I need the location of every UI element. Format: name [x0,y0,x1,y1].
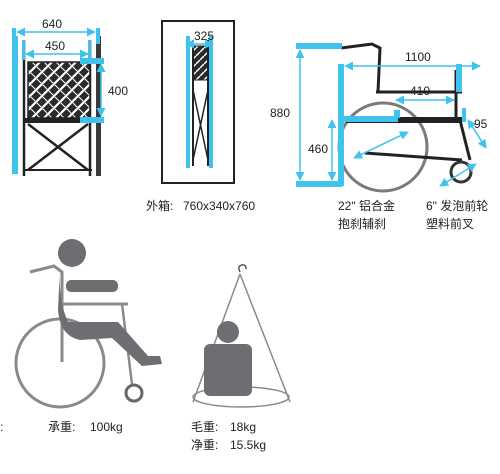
box-caption-value: 760x340x760 [183,199,255,213]
rear-wheel-caption-line1: 22" 铝合金 [338,198,395,213]
folded-box-view: 325 外箱: 760x340x760 [146,20,255,213]
side-view: 880 1100 410 460 95 22" 铝合金 抱刹辅刹 6" 发泡前轮… [270,42,488,231]
seat-height-label: 400 [108,84,128,98]
seat-width-label: 450 [45,39,65,53]
backrest-panel [27,61,91,119]
front-wheel-caption-line2: 塑料前叉 [426,216,474,231]
total-length-label: 1100 [405,50,431,64]
gross-weight-label: 毛重: [191,420,218,434]
dim-line-slope [467,119,487,149]
folded-chair [192,45,209,81]
seat-floor-height-label: 460 [308,142,328,156]
armrest-bar [80,58,104,64]
front-caster [449,160,473,184]
hanging-weight-illustration: 毛重: 18kg 净重: 15.5kg [191,264,291,452]
person-body [58,268,162,366]
weight-block [204,344,252,396]
load-label: 承重: [48,420,75,434]
seat-bar-side [346,117,462,123]
seat-depth-label: 410 [410,84,430,98]
net-weight-label: 净重: [191,438,218,452]
seat-level-bar [80,117,104,123]
seat-bar [24,118,94,123]
load-value: 100kg [90,420,123,434]
frame-post-left [12,36,18,174]
weight-head [217,321,239,343]
folded-width-label: 325 [194,29,214,43]
gross-weight-value: 18kg [230,420,256,434]
front-view: 640 450 400 [12,17,128,176]
seated-person-illustration: : 承重: 100kg [0,239,162,434]
box-caption-label: 外箱: [146,198,173,213]
dim-line-front-caster [439,163,477,187]
dim-line-rear-wheel [353,131,409,159]
rear-wheel-caption-line2: 抱刹辅刹 [338,216,386,231]
person-head [58,239,86,267]
slope-value-label: 95 [474,117,488,131]
edge-colon: : [0,420,3,434]
front-wheel-caption-line1: 6" 发泡前轮 [426,198,488,213]
total-height-label: 880 [270,106,290,120]
box-outline [161,20,235,184]
net-weight-value: 15.5kg [230,438,266,452]
overall-width-label: 640 [42,17,62,31]
